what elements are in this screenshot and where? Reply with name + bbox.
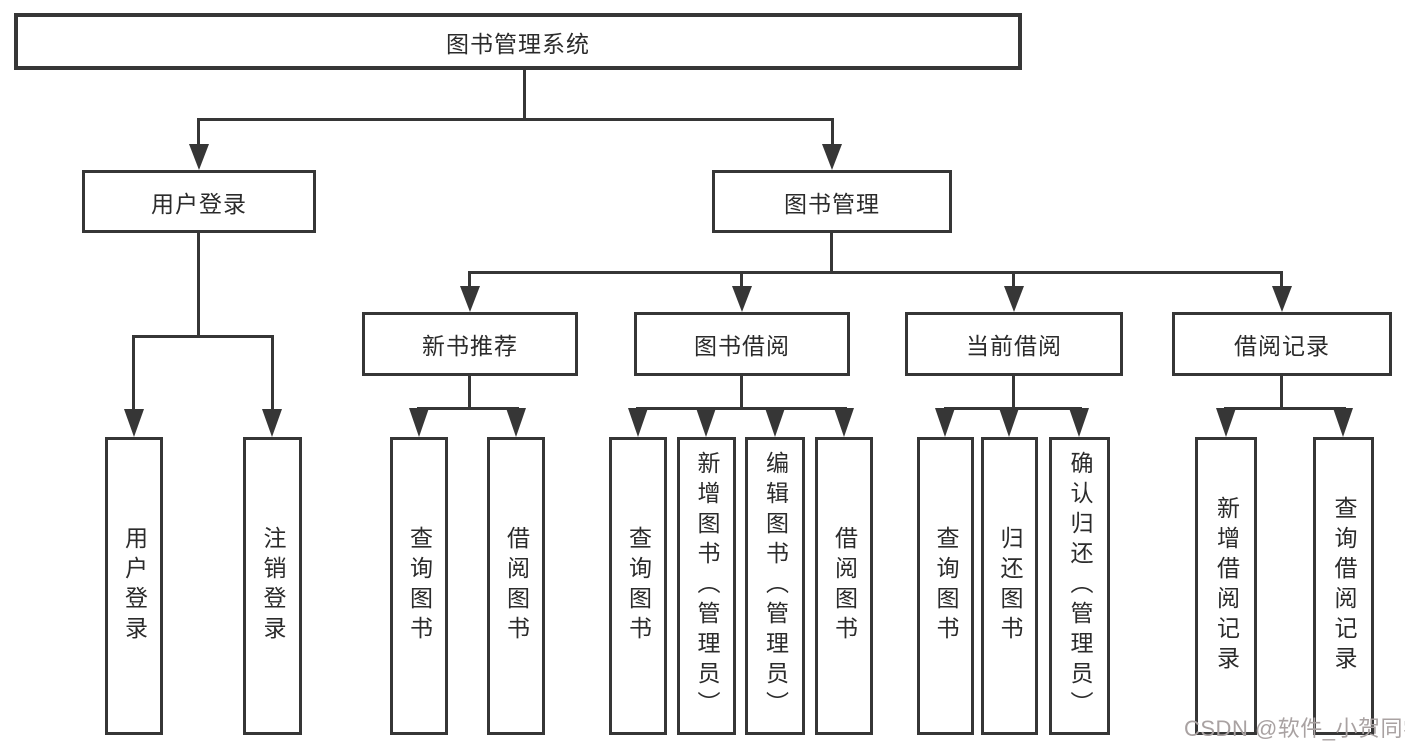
connector-drop-new-book xyxy=(468,271,471,290)
node-label: 当前借阅 xyxy=(966,333,1062,359)
connector-drop-book-management xyxy=(831,118,834,148)
leaf-user-login: 用户登录 xyxy=(105,437,163,735)
leaf-label: 编辑图书（管理员） xyxy=(762,451,789,721)
connector-drop-current-borrow xyxy=(1012,271,1015,290)
csdn-watermark: CSDN @软件_小贺同学 xyxy=(1184,716,1405,741)
node-book-borrow: 图书借阅 xyxy=(634,312,850,376)
connector-drop-user-login xyxy=(197,118,200,148)
arrowhead-user-login xyxy=(189,144,209,170)
arrowhead-borrow-records xyxy=(1272,286,1292,312)
node-new-book-recommend: 新书推荐 xyxy=(362,312,578,376)
node-label: 借阅记录 xyxy=(1234,333,1330,359)
node-label: 图书管理系统 xyxy=(446,30,590,57)
arrowhead-leaf xyxy=(999,408,1019,437)
leaf-label: 查询图书 xyxy=(625,526,652,646)
leaf-query-books-recommend: 查询图书 xyxy=(390,437,448,735)
leaf-confirm-return-admin: 确认归还（管理员） xyxy=(1049,437,1110,735)
leaf-label: 查询借阅记录 xyxy=(1331,496,1357,676)
connector-drop-book-borrow xyxy=(740,271,743,290)
arrowhead-leaf xyxy=(1216,408,1236,437)
arrowhead-leaf-login xyxy=(124,409,144,437)
connector-current-borrow-stem xyxy=(1012,376,1015,410)
node-borrow-records: 借阅记录 xyxy=(1172,312,1392,376)
connector-borrow-records-stem xyxy=(1280,376,1283,410)
arrowhead-leaf xyxy=(1333,408,1353,437)
leaf-label: 用户登录 xyxy=(121,526,148,646)
arrowhead-new-book xyxy=(460,286,480,312)
leaf-label: 新增借阅记录 xyxy=(1213,496,1240,676)
arrowhead-current-borrow xyxy=(1004,286,1024,312)
node-label: 用户登录 xyxy=(151,190,247,217)
connector-level1-rail xyxy=(197,118,834,121)
arrowhead-leaf xyxy=(1069,408,1089,437)
node-user-login: 用户登录 xyxy=(82,170,316,233)
connector-book-borrow-rail xyxy=(636,407,847,410)
arrowhead-book-management xyxy=(822,144,842,170)
connector-borrow-records-rail xyxy=(1224,407,1346,410)
node-label: 新书推荐 xyxy=(422,333,518,359)
arrowhead-leaf xyxy=(696,408,716,437)
arrowhead-leaf xyxy=(935,408,955,437)
connector-book-management-stem xyxy=(830,233,833,274)
node-label: 图书借阅 xyxy=(694,333,790,359)
leaf-return-books: 归还图书 xyxy=(981,437,1038,735)
leaf-label: 借阅图书 xyxy=(503,526,530,646)
arrowhead-leaf xyxy=(628,408,648,437)
connector-new-book-rail xyxy=(417,407,519,410)
leaf-label: 归还图书 xyxy=(997,526,1023,646)
connector-book-borrow-stem xyxy=(740,376,743,410)
connector-drop-borrow-records xyxy=(1280,271,1283,290)
node-library-management-system: 图书管理系统 xyxy=(14,13,1022,70)
leaf-query-books-current: 查询图书 xyxy=(917,437,974,735)
leaf-label: 借阅图书 xyxy=(831,526,858,646)
leaf-query-books-borrow: 查询图书 xyxy=(609,437,667,735)
connector-level2-rail xyxy=(468,271,1283,274)
connector-user-login-stem xyxy=(197,233,200,338)
arrowhead-leaf xyxy=(765,408,785,437)
leaf-label: 确认归还（管理员） xyxy=(1067,451,1093,721)
connector-user-login-rail xyxy=(132,335,274,338)
connector-new-book-stem xyxy=(468,376,471,410)
leaf-logout: 注销登录 xyxy=(243,437,302,735)
leaf-label: 新增图书（管理员） xyxy=(694,451,720,721)
node-label: 图书管理 xyxy=(784,190,880,217)
connector-root-stem xyxy=(523,70,526,120)
connector-drop-leaf-login xyxy=(132,335,135,413)
leaf-label: 注销登录 xyxy=(260,526,286,646)
leaf-add-borrow-record: 新增借阅记录 xyxy=(1195,437,1257,735)
arrowhead-leaf-logout xyxy=(262,409,282,437)
leaf-borrow-books: 借阅图书 xyxy=(815,437,873,735)
leaf-borrow-books-recommend: 借阅图书 xyxy=(487,437,545,735)
leaf-label: 查询图书 xyxy=(933,526,959,646)
arrowhead-leaf xyxy=(409,408,429,437)
connector-drop-leaf-logout xyxy=(271,335,274,413)
arrowhead-leaf xyxy=(506,408,526,437)
leaf-add-book-admin: 新增图书（管理员） xyxy=(677,437,736,735)
arrowhead-book-borrow xyxy=(732,286,752,312)
leaf-label: 查询图书 xyxy=(406,526,433,646)
leaf-edit-book-admin: 编辑图书（管理员） xyxy=(745,437,805,735)
arrowhead-leaf xyxy=(834,408,854,437)
leaf-query-borrow-record: 查询借阅记录 xyxy=(1313,437,1374,735)
node-book-management: 图书管理 xyxy=(712,170,952,233)
node-current-borrow: 当前借阅 xyxy=(905,312,1123,376)
